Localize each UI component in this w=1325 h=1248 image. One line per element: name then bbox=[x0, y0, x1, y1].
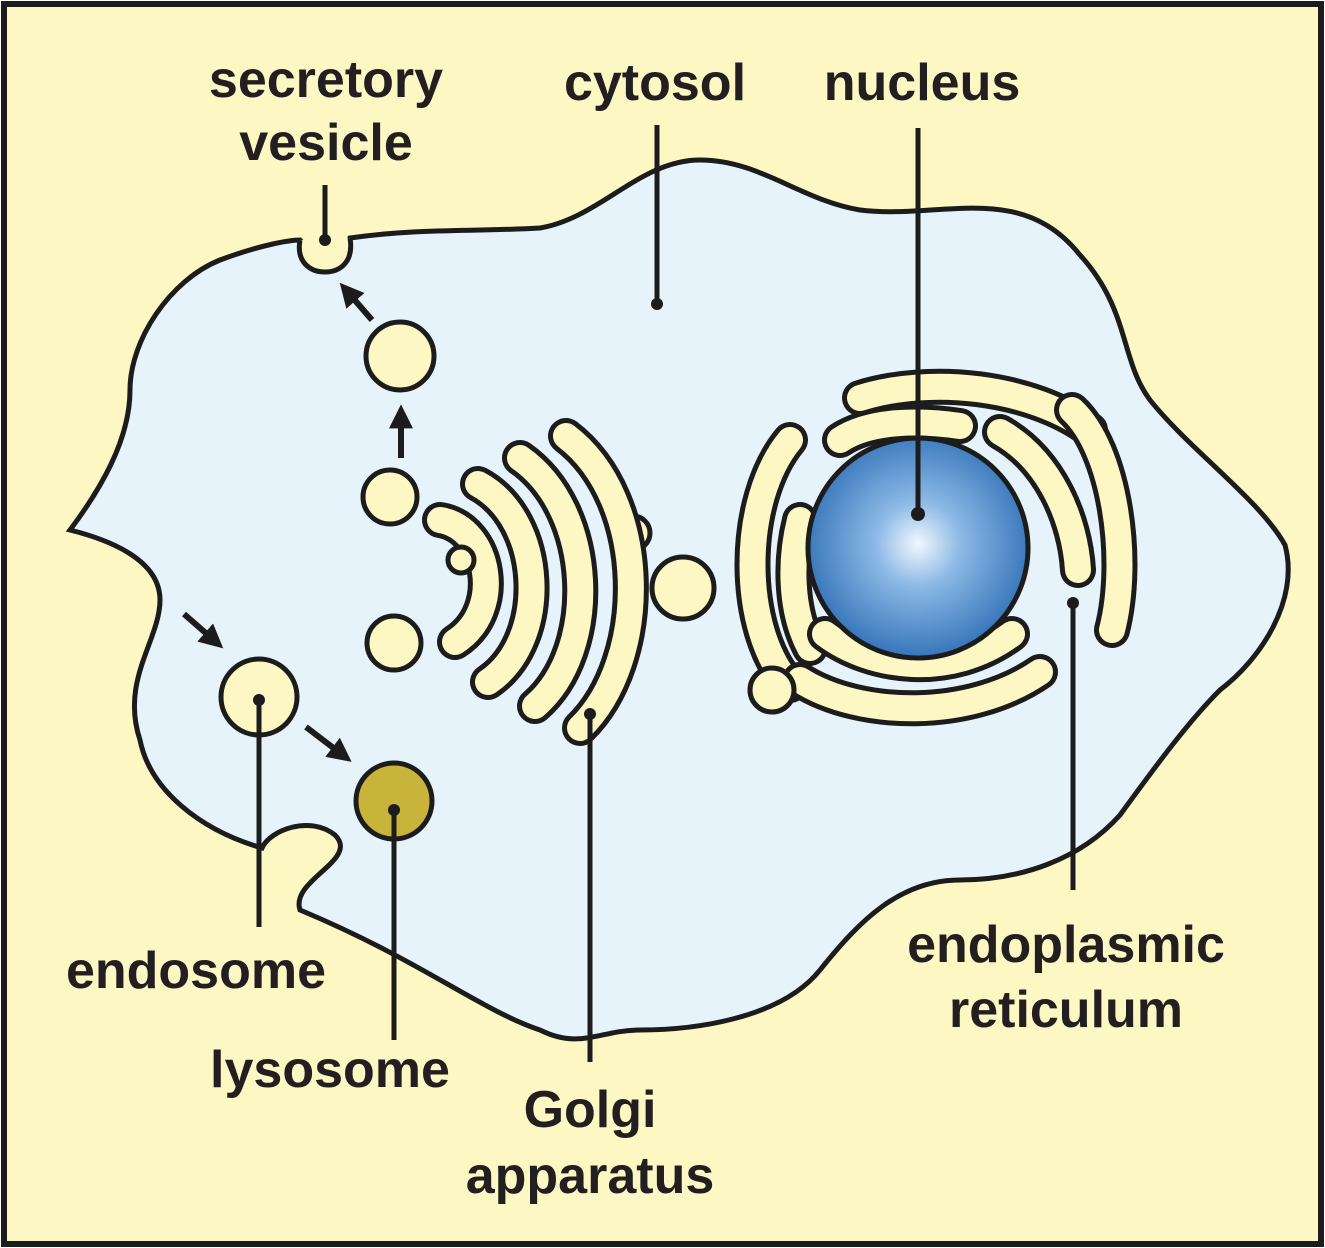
dot-secretory-vesicle bbox=[319, 234, 331, 246]
label-er-line2: reticulum bbox=[949, 981, 1183, 1039]
vesicle-upper bbox=[366, 322, 434, 390]
dot-er bbox=[1067, 597, 1079, 609]
vesicle-lower bbox=[367, 616, 421, 670]
vesicle-golgi-trans bbox=[652, 557, 714, 619]
label-secretory-vesicle-line2: vesicle bbox=[239, 114, 413, 172]
vesicle-middle bbox=[363, 470, 417, 524]
label-golgi-line1: Golgi bbox=[524, 1081, 657, 1139]
dot-cytosol bbox=[651, 298, 663, 310]
label-endosome: endosome bbox=[66, 942, 326, 1000]
dot-golgi bbox=[584, 708, 596, 720]
label-lysosome: lysosome bbox=[210, 1041, 450, 1099]
label-secretory-vesicle-line1: secretory bbox=[209, 51, 443, 109]
label-er-line1: endoplasmic bbox=[907, 916, 1225, 974]
dot-nucleus bbox=[911, 507, 925, 521]
label-nucleus: nucleus bbox=[824, 54, 1021, 112]
dot-lysosome bbox=[388, 804, 400, 816]
label-cytosol: cytosol bbox=[564, 54, 746, 112]
label-golgi-line2: apparatus bbox=[466, 1147, 715, 1205]
dot-endosome bbox=[253, 694, 265, 706]
